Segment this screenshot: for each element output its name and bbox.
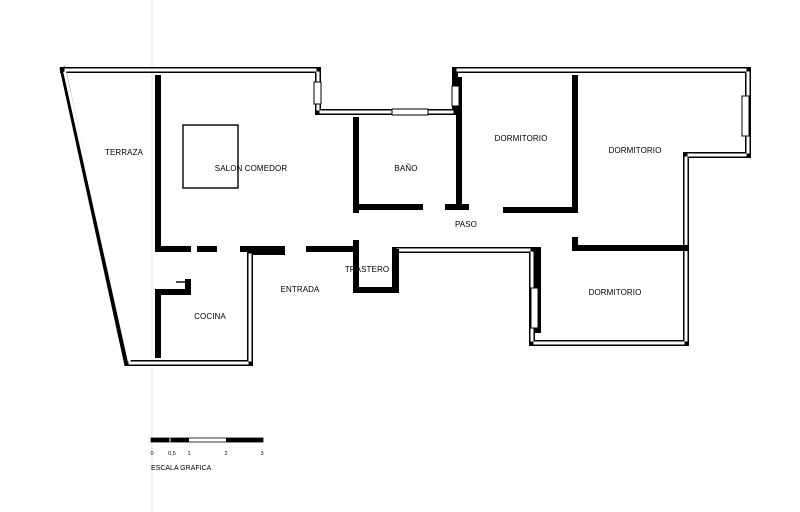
room-label-terraza: TERRAZA: [105, 148, 144, 157]
room-label-trastero: TRASTERO: [345, 265, 389, 274]
room-label-paso: PASO: [455, 220, 477, 229]
window-dorm3: [530, 287, 539, 329]
window-bano: [391, 108, 429, 116]
room-label-dormitorio-1: DORMITORIO: [495, 134, 548, 143]
graphic-scale: 0 0,5 1 2 3 ESCALA GRAFICA: [150, 437, 264, 472]
windows: [313, 81, 750, 329]
trastero-walls: [353, 240, 399, 293]
room-label-dormitorio-2: DORMITORIO: [609, 146, 662, 155]
scale-bar-black-2: [226, 438, 263, 442]
scale-tick-0-5: 0,5: [168, 451, 176, 457]
room-label-cocina: COCINA: [194, 312, 226, 321]
salon-void-square: [182, 124, 239, 189]
scale-tick-2: 2: [224, 451, 227, 457]
room-label-dormitorio-3: DORMITORIO: [589, 288, 642, 297]
kitchen-wall: [155, 279, 191, 358]
window-dorm1: [451, 85, 460, 107]
bano-dorm-wall: [445, 77, 469, 210]
scale-tick-1: 1: [187, 451, 190, 457]
room-label-bano: BAÑO: [394, 164, 417, 173]
dorm-divider-wall: [503, 75, 578, 213]
window-dorm2: [741, 95, 750, 137]
scale-tick-3: 3: [260, 451, 263, 457]
scale-caption: ESCALA GRAFICA: [151, 465, 212, 472]
terraza-salon-wall: [155, 75, 191, 252]
room-label-salon: SALON COMEDOR: [215, 164, 288, 173]
scale-tick-0: 0: [150, 451, 153, 457]
room-labels: TERRAZA SALON COMEDOR BAÑO DORMITORIO DO…: [105, 134, 661, 321]
dorm2-dorm3-wall: [572, 237, 689, 251]
window-salon: [313, 81, 322, 105]
bano-wall: [353, 117, 423, 213]
room-label-entrada: ENTRADA: [281, 285, 320, 294]
